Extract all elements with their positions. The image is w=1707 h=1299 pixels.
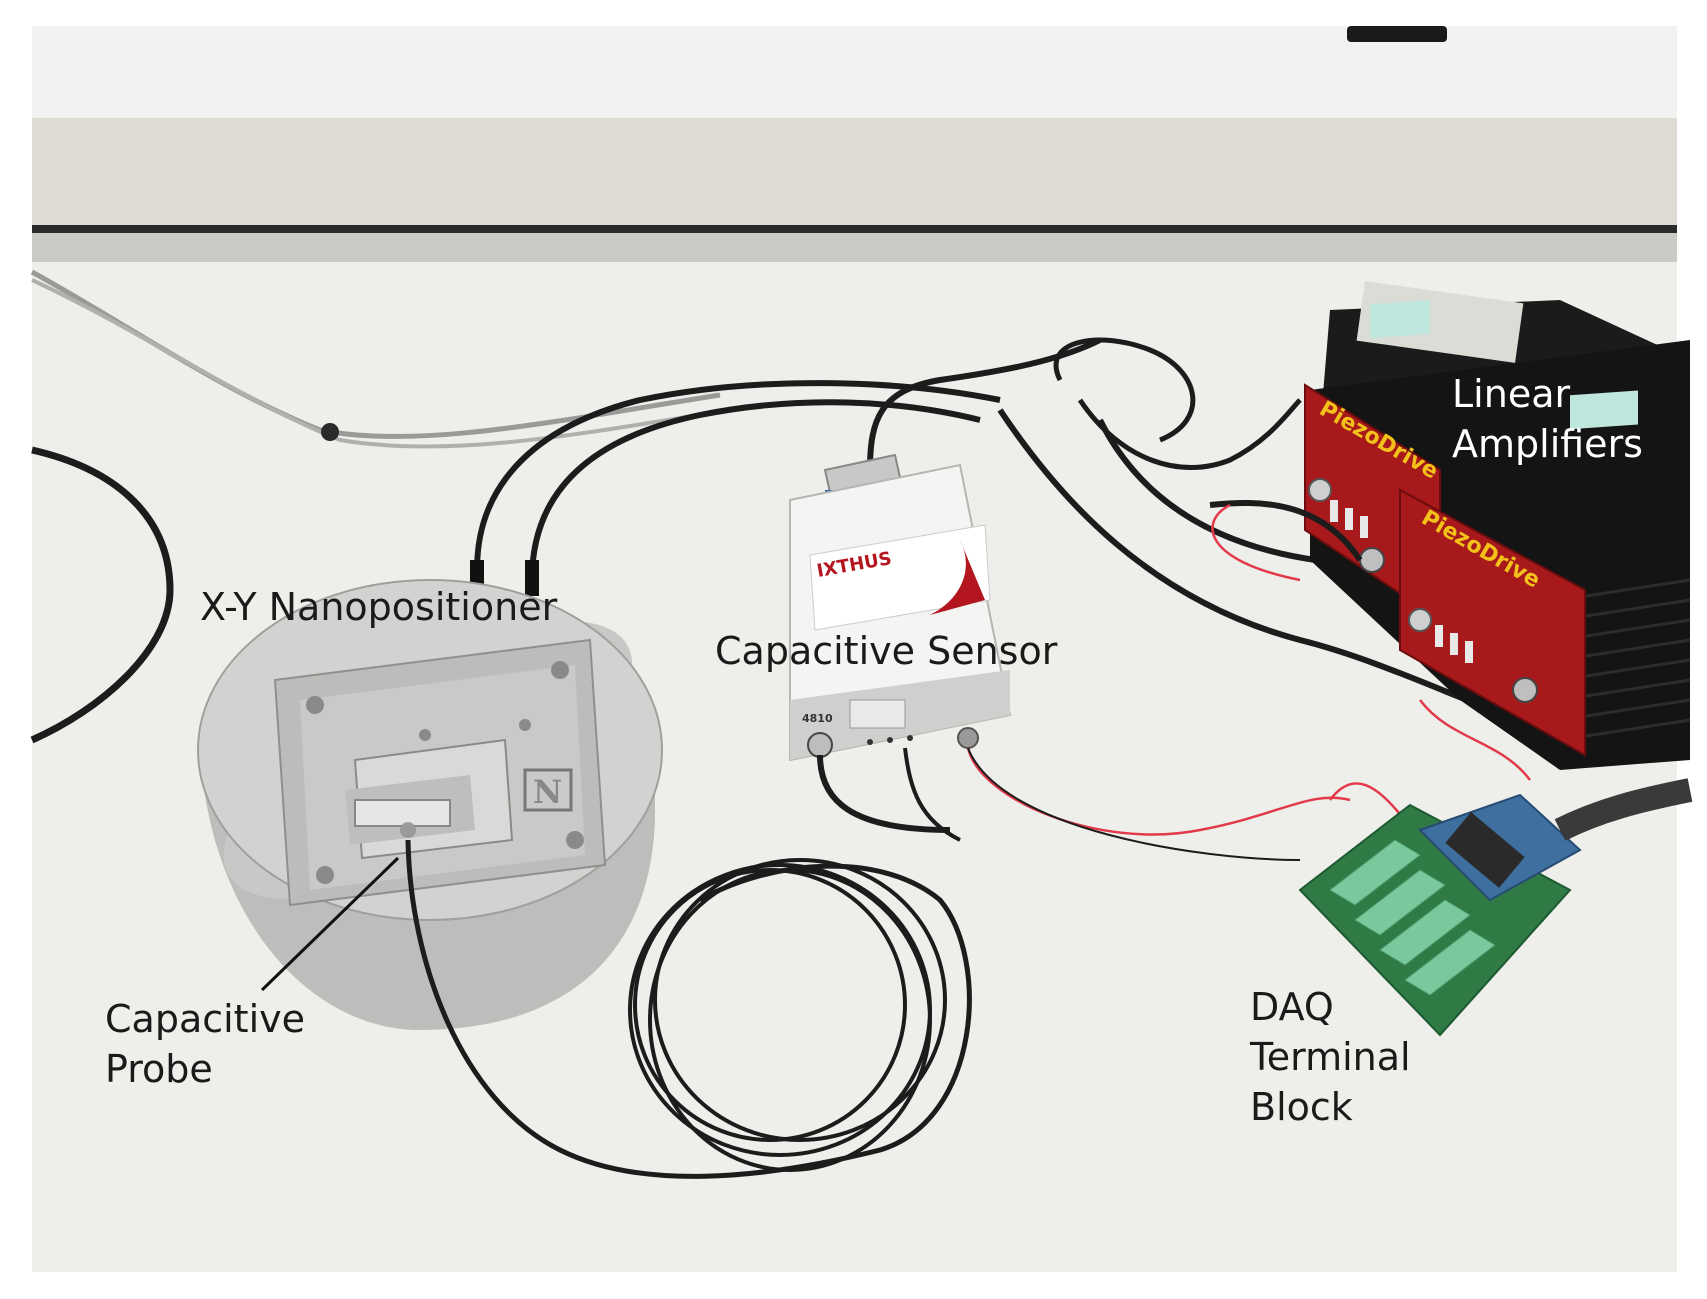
svg-text:N: N [533,773,562,811]
xy-nanopositioner: N [197,579,663,1030]
daq-terminal-block [1298,778,1693,1037]
label-daq-2: Terminal [1249,1035,1411,1079]
label-capacitive-probe-2: Probe [105,1047,213,1091]
positioner-cable-2 [528,399,981,586]
linear-amplifiers: PiezoDrive PiezoDrive [1304,281,1691,770]
probe-leader-line [260,856,400,992]
label-linear-amplifiers-2: Amplifiers [1452,422,1643,466]
amplifier-panel-2 [1399,488,1586,757]
label-daq-1: DAQ [1250,985,1334,1029]
wall-ledge [32,225,1677,233]
probe-cable [405,839,972,1179]
capacitive-sensor: IXTHUS 4810 [789,453,1012,762]
label-capacitive-sensor: Capacitive Sensor [715,629,1058,673]
label-daq-3: Block [1250,1085,1353,1129]
positioner-cable-1 [474,380,1001,586]
label-nanopositioner: X-Y Nanopositioner [200,585,558,629]
label-linear-amplifiers-1: Linear [1452,372,1570,416]
label-capacitive-probe-1: Capacitive [105,997,305,1041]
sensor-model: 4810 [802,712,833,725]
